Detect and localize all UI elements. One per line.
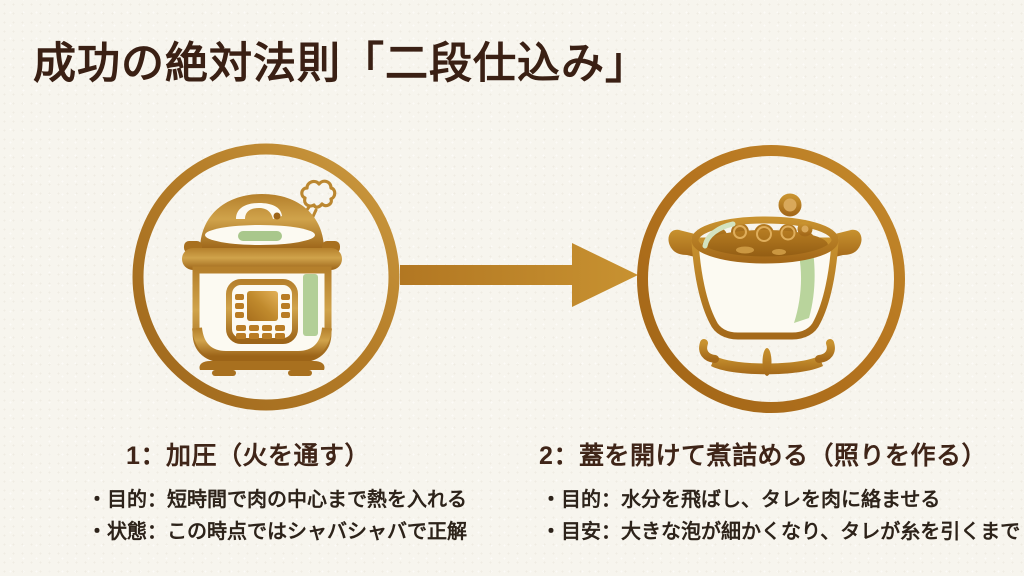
lid-handle bbox=[236, 203, 282, 219]
bubble-large bbox=[778, 193, 802, 217]
control-panel bbox=[226, 279, 298, 344]
cooker-rim bbox=[182, 248, 342, 270]
step2-ring bbox=[637, 145, 905, 413]
step2-caption: 2：蓋を開けて煮詰める（照りを作る） ・目的：水分を飛ばし、タレを肉に絡ませる … bbox=[532, 440, 1021, 551]
step1-ring bbox=[132, 143, 400, 411]
step2-bullets: ・目的：水分を飛ばし、タレを肉に絡ませる ・目安：大きな泡が細かくなり、タレが糸… bbox=[541, 487, 1021, 545]
slide-title: 成功の絶対法則「二段仕込み」 bbox=[33, 41, 649, 88]
pot-handle-left bbox=[668, 229, 699, 258]
bubble-small bbox=[797, 221, 813, 237]
body-green-accent bbox=[303, 274, 318, 336]
lid-green-accent bbox=[238, 231, 282, 241]
step1-bullet-purpose: ・目的：短時間で肉の中心まで熱を入れる bbox=[87, 489, 467, 511]
panel-display bbox=[247, 291, 278, 321]
step2-bullet-purpose: ・目的：水分を飛ばし、タレを肉に絡ませる bbox=[541, 489, 941, 511]
pot-rim bbox=[691, 216, 839, 264]
step1-heading: 1：加圧（火を通す） bbox=[126, 442, 370, 470]
sauce bbox=[702, 223, 828, 260]
pot-handle-right bbox=[831, 229, 862, 258]
step1-bullet-state: ・状態：この時点ではシャバシャバで正解 bbox=[87, 521, 467, 543]
pressure-cooker-icon bbox=[182, 179, 342, 376]
step1-caption: 1：加圧（火を通す） ・目的：短時間で肉の中心まで熱を入れる ・状態：この時点で… bbox=[25, 440, 471, 551]
step1-bullets: ・目的：短時間で肉の中心まで熱を入れる ・状態：この時点ではシャバシャバで正解 bbox=[87, 487, 471, 545]
step2-heading: 2：蓋を開けて煮詰める（照りを作る） bbox=[539, 442, 987, 470]
step2-bullet-guide: ・目安：大きな泡が細かくなり、タレが糸を引くまで bbox=[541, 521, 1021, 543]
step2-circle-badge bbox=[637, 145, 905, 413]
cooker-base bbox=[199, 361, 325, 370]
pot-green-accent bbox=[794, 251, 815, 323]
simmering-pot-icon bbox=[668, 193, 862, 376]
arrow-right-icon bbox=[400, 243, 638, 307]
step1-circle-badge bbox=[132, 143, 400, 411]
gas-burner-icon bbox=[699, 339, 835, 376]
